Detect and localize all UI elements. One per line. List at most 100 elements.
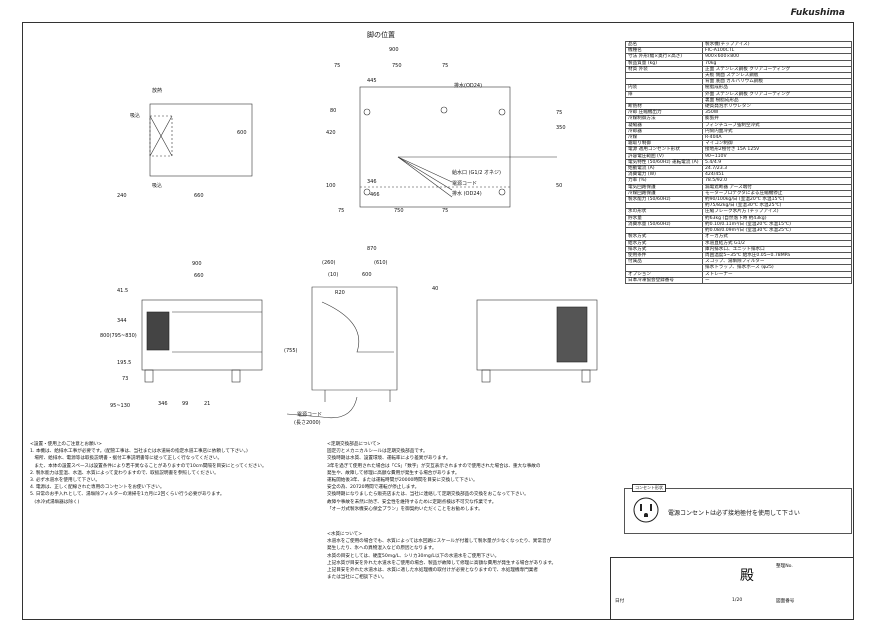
spec-value: スコップ、湯垢除フィルター — [702, 258, 852, 266]
svg-text:75: 75 — [442, 208, 448, 214]
spec-value: 樹脂成形品 — [702, 84, 852, 92]
svg-text:99: 99 — [182, 401, 188, 407]
svg-text:21: 21 — [204, 401, 210, 407]
leg-position-outline — [359, 86, 511, 208]
parts-notes: <定期交換部品について> 固定刃とメカニカルシールは定期交換部品です。 交換時期… — [327, 442, 541, 512]
svg-text:800(795~830): 800(795~830) — [100, 333, 137, 339]
spec-row: 材質 外装正面 ステンレス鋼板 クリアコーティング — [625, 65, 852, 74]
date-label: 日付 — [615, 599, 625, 604]
spec-row: 凝縮器フィンチューブ強制空冷式 — [625, 121, 852, 129]
svg-text:900: 900 — [192, 261, 202, 267]
brand-logo: Fukushima — [790, 8, 845, 18]
svg-text:445: 445 — [367, 78, 377, 84]
svg-text:75: 75 — [334, 63, 340, 69]
svg-text:346: 346 — [367, 179, 377, 185]
svg-text:660: 660 — [194, 273, 204, 279]
svg-text:750: 750 — [394, 208, 404, 214]
spec-value: 圧縮フレーク氷片方 (チップアイス) — [702, 208, 852, 216]
svg-text:(755): (755) — [284, 348, 297, 354]
spec-row: 日本冷凍協会登録番号ー — [625, 276, 852, 284]
spec-row: 冷媒制御方法膨張弁 — [625, 115, 852, 123]
svg-text:(260): (260) — [322, 260, 335, 266]
spec-row: 内装樹脂成形品 — [625, 84, 852, 92]
outlet-icon — [633, 497, 659, 523]
svg-text:50: 50 — [556, 183, 562, 189]
installation-unit — [149, 103, 253, 177]
spec-key: 電気特性 (50/60Hz) 運転電流 (A) — [625, 158, 703, 167]
spec-value: 背面 底面 ガルバリウム鋼板 — [702, 78, 852, 86]
title-kanji: 殿 — [740, 568, 754, 584]
leg-mark — [498, 108, 506, 116]
svg-text:吸込: 吸込 — [130, 112, 140, 119]
svg-text:(10): (10) — [328, 272, 338, 278]
svg-text:600: 600 — [362, 272, 372, 278]
svg-text:600: 600 — [237, 130, 247, 136]
spec-value: 硬質発泡ポリウレタン — [702, 103, 852, 111]
spec-value: フィンチューブ強制空冷式 — [702, 121, 852, 129]
svg-text:350: 350 — [556, 125, 566, 131]
install-notes: <設置・使用上のご注意とお願い> 1. 本機は、給排水工事が必要です。(配管工事… — [30, 442, 267, 505]
title-block — [610, 557, 853, 619]
svg-text:870: 870 — [367, 246, 377, 252]
consent-tag: コンセント形状 — [632, 484, 666, 492]
svg-text:75: 75 — [338, 208, 344, 214]
spec-row: 断熱材硬質発泡ポリウレタン — [625, 103, 852, 111]
svg-text:41.5: 41.5 — [117, 288, 128, 294]
svg-text:466: 466 — [370, 192, 380, 198]
drawing-no-label: 図面番号 — [776, 599, 795, 604]
spec-row: 使用条件周囲温度5~35℃ 給水圧0.05~0.78MPa — [625, 251, 852, 260]
consent-text: 電源コンセントは必ず接地極付を使用して下さい — [668, 510, 800, 517]
drain-mark — [440, 106, 448, 114]
svg-text:75: 75 — [442, 63, 448, 69]
svg-text:R20: R20 — [335, 290, 345, 296]
spec-row: 付属品スコップ、湯垢除フィルター — [625, 258, 852, 266]
svg-text:346: 346 — [158, 401, 168, 407]
drawing-frame — [22, 22, 854, 620]
svg-text:240: 240 — [117, 193, 127, 199]
rear-view-body — [476, 299, 598, 371]
svg-text:660: 660 — [194, 193, 204, 199]
spec-row: 排水トラップ、排水ホース (φ25) — [625, 264, 852, 272]
consent-box — [624, 488, 852, 534]
svg-text:95~130: 95~130 — [110, 403, 130, 409]
rear-grille — [556, 306, 588, 363]
svg-text:排水 (OD24): 排水 (OD24) — [452, 190, 482, 197]
spec-value: 排水トラップ、排水ホース (φ25) — [702, 264, 852, 272]
spec-value: 70kg — [702, 59, 852, 67]
spec-row: オプションストレーナー — [625, 270, 852, 278]
leg-mark — [363, 188, 371, 196]
spec-value: 天板 側面 ステンレス鋼板 — [702, 71, 852, 80]
svg-text:電源コード: 電源コード — [452, 180, 477, 187]
svg-text:75: 75 — [556, 110, 562, 116]
svg-text:給水口 (G1/2 オネジ): 給水口 (G1/2 オネジ) — [452, 169, 501, 176]
svg-text:吸込: 吸込 — [152, 182, 162, 189]
front-grille — [146, 311, 170, 351]
spec-value: 膨張弁 — [702, 115, 852, 123]
svg-text:73: 73 — [122, 376, 128, 382]
svg-text:195.5: 195.5 — [117, 360, 131, 366]
svg-text:344: 344 — [117, 318, 127, 324]
svg-text:(610): (610) — [374, 260, 387, 266]
svg-text:排水(OD24): 排水(OD24) — [454, 82, 482, 89]
svg-text:100: 100 — [326, 183, 336, 189]
spec-row: 天板 側面 ステンレス鋼板 — [625, 71, 852, 80]
spec-row: 裏面 樹脂成形品 — [625, 96, 852, 105]
ref-label: 整理No. — [776, 564, 793, 569]
spec-value: 外面 ステンレス鋼板 クリアコーティング — [702, 90, 852, 98]
spec-key: 日本冷凍協会登録番号 — [625, 276, 703, 284]
leg-mark — [498, 188, 506, 196]
svg-text:80: 80 — [330, 108, 336, 114]
svg-text:放熱: 放熱 — [152, 87, 162, 94]
spec-row: 背面 底面 ガルバリウム鋼板 — [625, 78, 852, 86]
leg-mark — [363, 108, 371, 116]
leg-position-title: 脚の位置 — [367, 30, 395, 39]
spec-value: ー — [702, 276, 852, 284]
spec-value: 350W — [702, 109, 852, 117]
technical-drawing: 脚の位置 900 75 750 75 445 排水(OD24) 80 420 1… — [100, 30, 598, 426]
svg-text:750: 750 — [392, 63, 402, 69]
side-view-body — [311, 286, 398, 391]
svg-text:(長さ2000): (長さ2000) — [294, 419, 321, 426]
spec-value: 裏面 樹脂成形品 — [702, 96, 852, 105]
